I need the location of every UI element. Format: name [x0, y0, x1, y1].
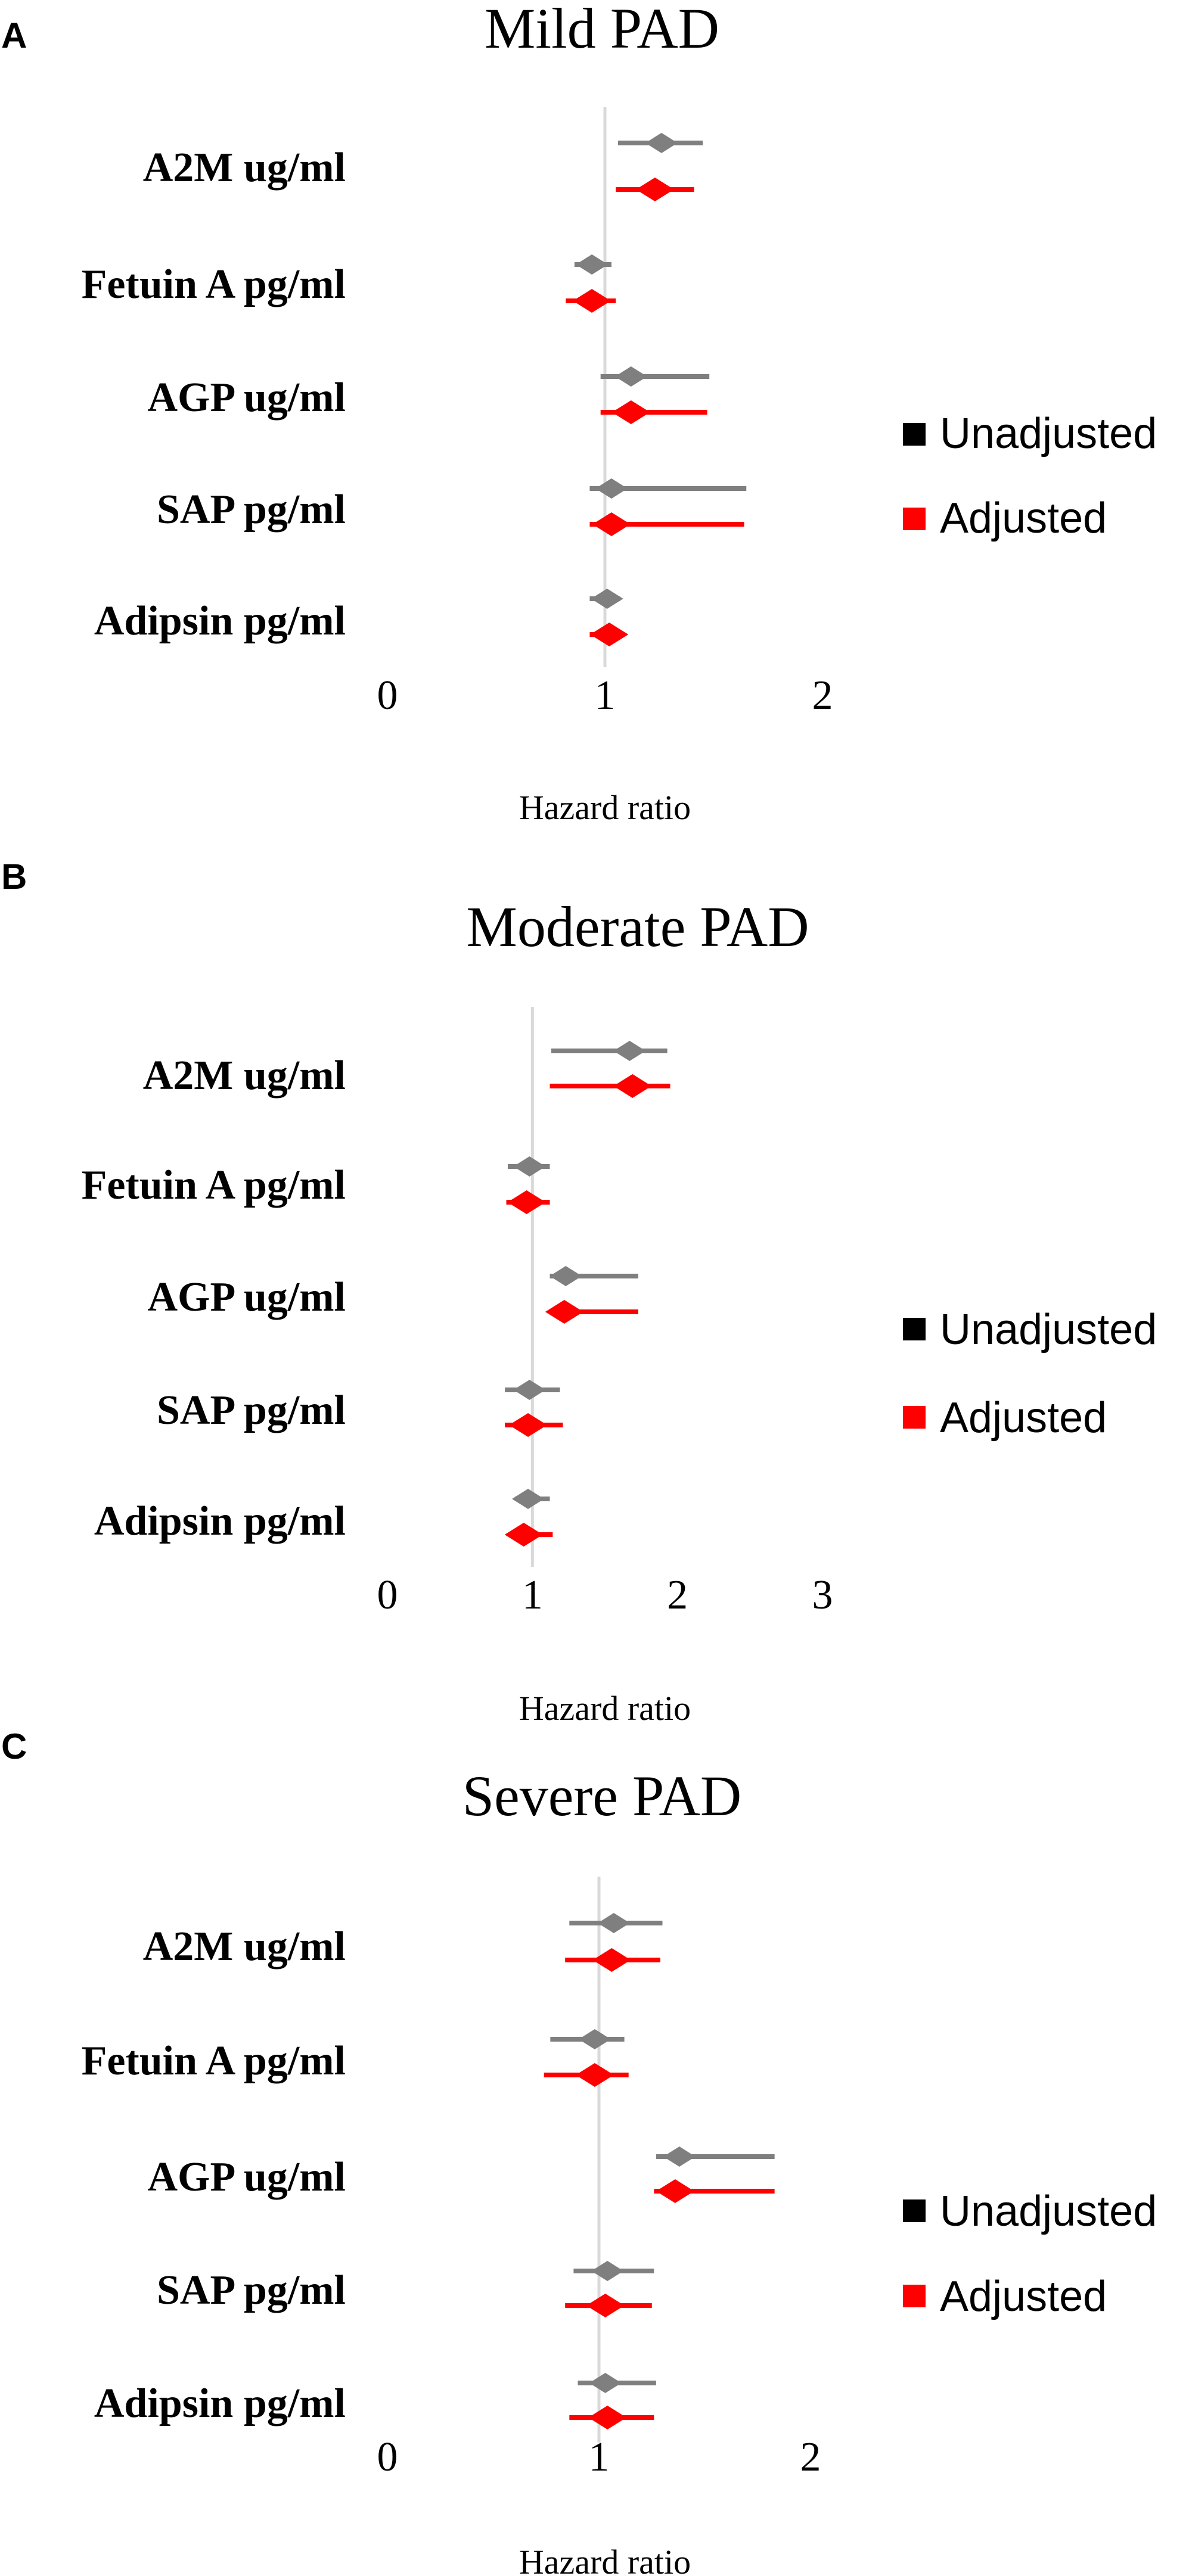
x-tick-label: 1 — [522, 1572, 543, 1618]
category-label: Fetuin A pg/ml — [82, 2038, 346, 2084]
legend-label-adjusted: Adjusted — [940, 1394, 1107, 1442]
hazard-ratio-point-adjusted — [588, 2406, 627, 2429]
legend-swatch-adjusted — [903, 508, 926, 530]
category-label: A2M ug/ml — [143, 145, 346, 191]
hazard-ratio-point-unadjusted — [614, 366, 647, 387]
hazard-ratio-point-adjusted — [592, 1948, 631, 1972]
category-label: A2M ug/ml — [143, 1053, 346, 1099]
legend-label-unadjusted: Unadjusted — [940, 2188, 1157, 2235]
category-label: Fetuin A pg/ml — [82, 262, 346, 307]
legend-swatch-adjusted — [903, 1406, 926, 1429]
x-tick-labels-b: 0 1 2 3 — [377, 1572, 833, 1618]
hazard-ratio-point-adjusted — [656, 2179, 694, 2203]
hazard-ratio-point-unadjusted — [513, 1380, 546, 1400]
category-label: Adipsin pg/ml — [94, 1498, 346, 1544]
legend-label-unadjusted: Unadjusted — [940, 410, 1157, 458]
category-label: AGP ug/ml — [147, 375, 346, 421]
hazard-ratio-point-unadjusted — [645, 133, 678, 153]
legend-label-adjusted: Adjusted — [940, 2273, 1107, 2320]
panel-letter-b: B — [1, 857, 27, 897]
legend-swatch-unadjusted — [903, 423, 926, 446]
x-tick-labels-a: 0 1 2 — [377, 673, 833, 718]
category-label: AGP ug/ml — [147, 2154, 346, 2200]
hazard-ratio-point-adjusted — [573, 289, 611, 313]
hazard-ratio-point-unadjusted — [597, 1913, 630, 1933]
category-label: Fetuin A pg/ml — [82, 1162, 346, 1208]
legend-label-unadjusted: Unadjusted — [940, 1306, 1157, 1354]
hazard-ratio-point-adjusted — [613, 1074, 652, 1098]
legend-label-adjusted: Adjusted — [940, 494, 1107, 542]
panel-b: B Moderate PAD A2M ug/ml Fetuin A pg/ml … — [1, 857, 1157, 1728]
x-tick-label: 0 — [377, 2434, 398, 2480]
category-label: A2M ug/ml — [143, 1924, 346, 1970]
x-tick-labels-c: 0 1 2 — [377, 2434, 821, 2480]
hazard-ratio-point-unadjusted — [512, 1489, 545, 1509]
hazard-ratio-point-unadjusted — [513, 1156, 546, 1177]
category-label: Adipsin pg/ml — [94, 598, 346, 644]
x-tick-label: 2 — [667, 1572, 688, 1618]
hazard-ratio-point-unadjusted — [613, 1041, 646, 1061]
hazard-ratio-point-unadjusted — [591, 589, 623, 609]
hazard-ratio-point-unadjusted — [576, 254, 609, 275]
legend-swatch-adjusted — [903, 2285, 926, 2307]
category-label: SAP pg/ml — [157, 2267, 346, 2313]
hazard-ratio-point-adjusted — [611, 400, 650, 424]
hazard-ratio-point-adjusted — [592, 512, 631, 536]
panel-letter-a: A — [1, 15, 27, 55]
panel-letter-c: C — [1, 1726, 27, 1766]
category-label: Adipsin pg/ml — [94, 2381, 346, 2426]
panel-title-c: Severe PAD — [462, 1764, 741, 1828]
legend-b: Unadjusted Adjusted — [903, 1306, 1157, 1442]
hazard-ratio-point-adjusted — [507, 1190, 546, 1214]
panel-c: C Severe PAD A2M ug/ml Fetuin A pg/ml AG… — [1, 1726, 1157, 2576]
category-label: SAP pg/ml — [157, 487, 346, 533]
panel-a: A Mild PAD A2M ug/ml Fetuin A pg/ml AGP … — [1, 0, 1157, 827]
data-marks-c — [544, 1913, 775, 2429]
x-axis-label-c: Hazard ratio — [519, 2543, 691, 2576]
hazard-ratio-point-adjusted — [545, 1300, 583, 1324]
data-marks-a — [566, 133, 747, 646]
x-tick-label: 2 — [812, 673, 833, 718]
legend-a: Unadjusted Adjusted — [903, 410, 1157, 542]
hazard-ratio-point-unadjusted — [595, 478, 628, 499]
x-tick-label: 3 — [812, 1572, 833, 1618]
legend-swatch-unadjusted — [903, 1318, 926, 1340]
data-marks-b — [504, 1041, 670, 1547]
hazard-ratio-point-adjusted — [590, 623, 629, 646]
hazard-ratio-point-unadjusted — [663, 2146, 696, 2167]
x-tick-label: 1 — [589, 2434, 610, 2480]
hazard-ratio-point-adjusted — [504, 1523, 543, 1547]
panel-title-b: Moderate PAD — [466, 895, 809, 959]
x-axis-label-b: Hazard ratio — [519, 1689, 691, 1728]
x-tick-label: 0 — [377, 1572, 398, 1618]
x-tick-label: 1 — [595, 673, 616, 718]
x-tick-label: 2 — [800, 2434, 821, 2480]
x-axis-label-a: Hazard ratio — [519, 788, 691, 827]
legend-swatch-unadjusted — [903, 2199, 926, 2222]
category-label: AGP ug/ml — [147, 1274, 346, 1320]
legend-c: Unadjusted Adjusted — [903, 2188, 1157, 2320]
hazard-ratio-point-adjusted — [509, 1413, 548, 1437]
panel-title-a: Mild PAD — [485, 0, 719, 60]
category-label: SAP pg/ml — [157, 1387, 346, 1433]
hazard-ratio-point-unadjusted — [589, 2373, 622, 2393]
hazard-ratio-point-unadjusted — [591, 2261, 624, 2281]
hazard-ratio-point-adjusted — [586, 2294, 625, 2317]
hazard-ratio-point-unadjusted — [550, 1266, 582, 1286]
hazard-ratio-point-adjusted — [575, 2063, 614, 2087]
hazard-ratio-point-adjusted — [635, 178, 674, 201]
x-tick-label: 0 — [377, 673, 398, 718]
hazard-ratio-point-unadjusted — [578, 2029, 611, 2049]
